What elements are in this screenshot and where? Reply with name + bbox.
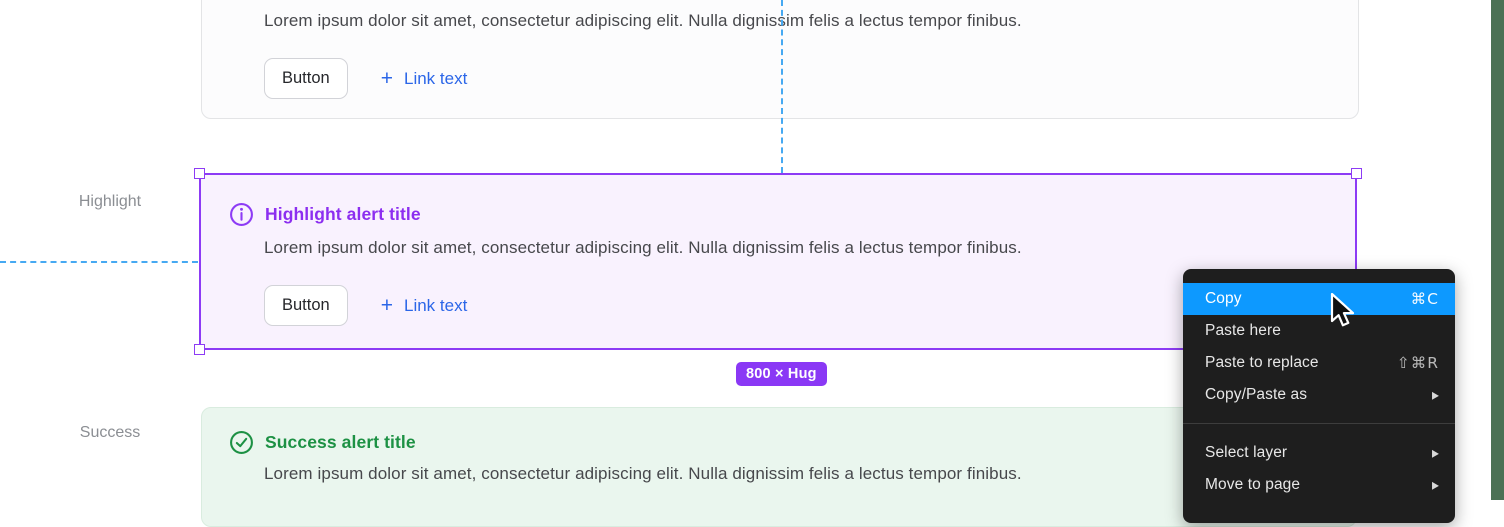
submenu-arrow-icon: ▶ — [1431, 478, 1439, 491]
vertical-alignment-guide — [781, 0, 783, 173]
menu-item-select-layer[interactable]: Select layer ▶ — [1205, 444, 1439, 461]
alert-link[interactable]: + Link text — [380, 66, 468, 90]
alert-title: Highlight alert title — [265, 204, 421, 224]
menu-item-paste-here[interactable]: Paste here — [1205, 322, 1281, 339]
right-edge-panel — [1491, 0, 1504, 500]
link-label: Link text — [403, 295, 468, 315]
menu-shortcut: ⌘C — [1410, 290, 1439, 308]
selection-size-badge: 800 × Hug — [736, 362, 827, 386]
plus-icon: + — [380, 293, 393, 317]
alert-button[interactable]: Button — [264, 285, 348, 326]
alert-card-highlight[interactable]: Highlight alert title Lorem ipsum dolor … — [194, 168, 1362, 355]
alert-title: Success alert title — [265, 432, 416, 452]
selection-handle-top-left[interactable] — [194, 168, 205, 179]
alert-card-neutral[interactable]: Lorem ipsum dolor sit amet, consectetur … — [201, 0, 1359, 119]
menu-item-copy[interactable]: Copy ⌘C — [1183, 283, 1455, 315]
alert-body-text: Lorem ipsum dolor sit amet, consectetur … — [264, 238, 1022, 257]
menu-divider — [1183, 423, 1455, 424]
plus-icon: + — [380, 66, 393, 90]
menu-item-paste-to-replace[interactable]: Paste to replace ⇧⌘R — [1205, 354, 1439, 372]
alert-body-text: Lorem ipsum dolor sit amet, consectetur … — [264, 464, 1022, 483]
row-label-highlight: Highlight — [78, 193, 142, 210]
row-label-success: Success — [79, 424, 141, 441]
alert-link[interactable]: + Link text — [380, 293, 468, 317]
horizontal-alignment-guide — [0, 261, 198, 263]
alert-button[interactable]: Button — [264, 58, 348, 99]
menu-item-move-to-page[interactable]: Move to page ▶ — [1205, 476, 1439, 493]
check-circle-icon — [229, 430, 254, 455]
submenu-arrow-icon: ▶ — [1431, 446, 1439, 459]
context-menu: Copy ⌘C Paste here Paste to replace ⇧⌘R … — [1183, 269, 1455, 523]
link-label: Link text — [403, 68, 468, 88]
selection-handle-bottom-left[interactable] — [194, 344, 205, 355]
selection-handle-top-right[interactable] — [1351, 168, 1362, 179]
info-circle-icon — [229, 202, 254, 227]
menu-shortcut: ⇧⌘R — [1396, 354, 1439, 372]
alert-body-text: Lorem ipsum dolor sit amet, consectetur … — [264, 11, 1022, 30]
mouse-cursor-icon — [1330, 292, 1357, 335]
submenu-arrow-icon: ▶ — [1431, 388, 1439, 401]
menu-item-copy-paste-as[interactable]: Copy/Paste as ▶ — [1205, 386, 1439, 403]
